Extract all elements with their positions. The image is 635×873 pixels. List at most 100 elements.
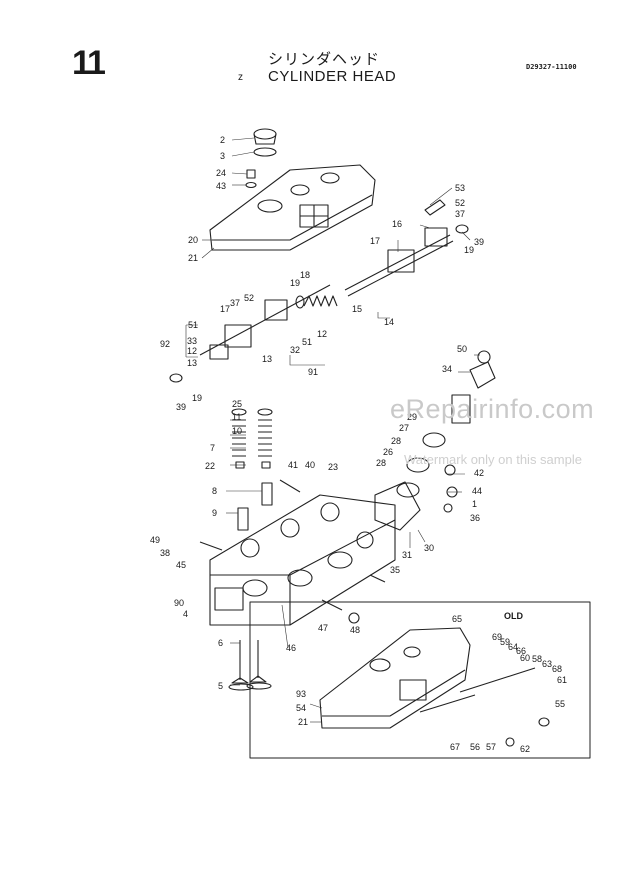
cylinder-head-drawing [209,494,396,626]
part-label: 21 [188,253,198,263]
part-label: 67 [450,742,460,752]
part-label: 68 [552,664,562,674]
part-label: 32 [290,345,300,355]
part-label: 2 [220,135,225,145]
part-label: 69 [492,632,502,642]
part-label: 13 [262,354,272,364]
part-label: 90 [174,598,184,608]
part-label: 11 [232,412,241,422]
page-number: 11 [72,44,106,82]
part-label: 63 [542,659,552,669]
part-label: 26 [383,447,393,457]
thermostat-housing-drawing [374,350,496,531]
title-english: CYLINDER HEAD [268,68,397,85]
part-label: 17 [370,236,380,246]
part-label: 47 [318,623,328,633]
watermark-sub: Watermark only on this sample [404,452,582,467]
part-label: 18 [300,270,310,280]
part-label: 34 [442,364,452,374]
part-label: 21 [298,717,308,727]
part-label: 58 [532,654,542,664]
part-label: 8 [212,486,217,496]
part-label: 19 [464,245,474,255]
title-marker: z [238,72,243,83]
part-label: 53 [455,183,465,193]
document-number: D29327-11100 [526,63,577,71]
part-label: 56 [470,742,480,752]
part-label: 43 [216,181,226,191]
part-number-labels: 2 3 24 43 20 21 53 52 37 16 39 19 17 18 … [150,135,567,754]
part-label: 65 [452,614,462,624]
part-label: 91 [308,367,318,377]
part-label: 12 [187,346,197,356]
part-label: 15 [352,304,362,314]
part-label: 33 [187,336,197,346]
valve-cover-drawing [209,164,376,251]
shaft-spring-drawing [295,295,338,309]
part-label: 64 [508,642,518,652]
part-label: 45 [176,560,186,570]
part-label: 51 [302,337,312,347]
rocker-assembly-upper-drawing [344,199,469,297]
part-label: 41 [288,460,298,470]
part-label: 66 [516,646,526,656]
part-label: 5 [218,681,223,691]
part-label: 42 [474,468,484,478]
part-label: 9 [212,508,217,518]
part-label: 52 [244,293,254,303]
part-label: 4 [183,609,188,619]
part-label: 54 [296,703,306,713]
part-label: 61 [557,675,567,685]
part-label: 59 [500,637,510,647]
part-label: 31 [402,550,412,560]
cap-nut-drawing [245,169,257,189]
part-label: 29 [407,412,417,422]
part-label: 7 [210,443,215,453]
part-label: 24 [216,168,226,178]
valve-guides-drawing [237,482,273,531]
part-label: 37 [230,298,240,308]
part-label: 1 [472,499,477,509]
part-label: 10 [232,426,242,436]
rocker-assembly-left-drawing [169,284,331,383]
part-label: 16 [392,219,402,229]
part-label: 40 [305,460,315,470]
part-label: 27 [399,423,409,433]
part-label: 38 [160,548,170,558]
part-label: 19 [192,393,202,403]
part-label: 92 [160,339,170,349]
part-label: 44 [472,486,482,496]
part-label: 22 [205,461,215,471]
part-label: 55 [555,699,565,709]
part-label: 48 [350,625,360,635]
part-label: 25 [232,399,242,409]
part-label: 28 [376,458,386,468]
part-label: 39 [176,402,186,412]
part-label: 39 [474,237,484,247]
title-japanese: シリンダヘッド [268,50,381,68]
leader-lines [185,137,480,723]
part-label: 28 [391,436,401,446]
oil-filler-cap-drawing [253,128,277,157]
part-label: 20 [188,235,198,245]
part-label: 46 [286,643,296,653]
part-label: 49 [150,535,160,545]
part-label: 3 [220,151,225,161]
part-label: 93 [296,689,306,699]
part-label: 30 [424,543,434,553]
part-label: 62 [520,744,530,754]
part-label: 17 [220,304,230,314]
valves-drawing [228,640,272,691]
part-label: 19 [290,278,300,288]
part-label: 14 [384,317,394,327]
old-inset-frame [249,601,591,759]
part-label: 37 [455,209,465,219]
part-label: 36 [470,513,480,523]
old-section-label: OLD [504,611,523,621]
part-label: 60 [520,653,530,663]
part-label: 51 [188,320,198,330]
part-label: 23 [328,462,338,472]
part-label: 13 [187,358,197,368]
part-label: 52 [455,198,465,208]
